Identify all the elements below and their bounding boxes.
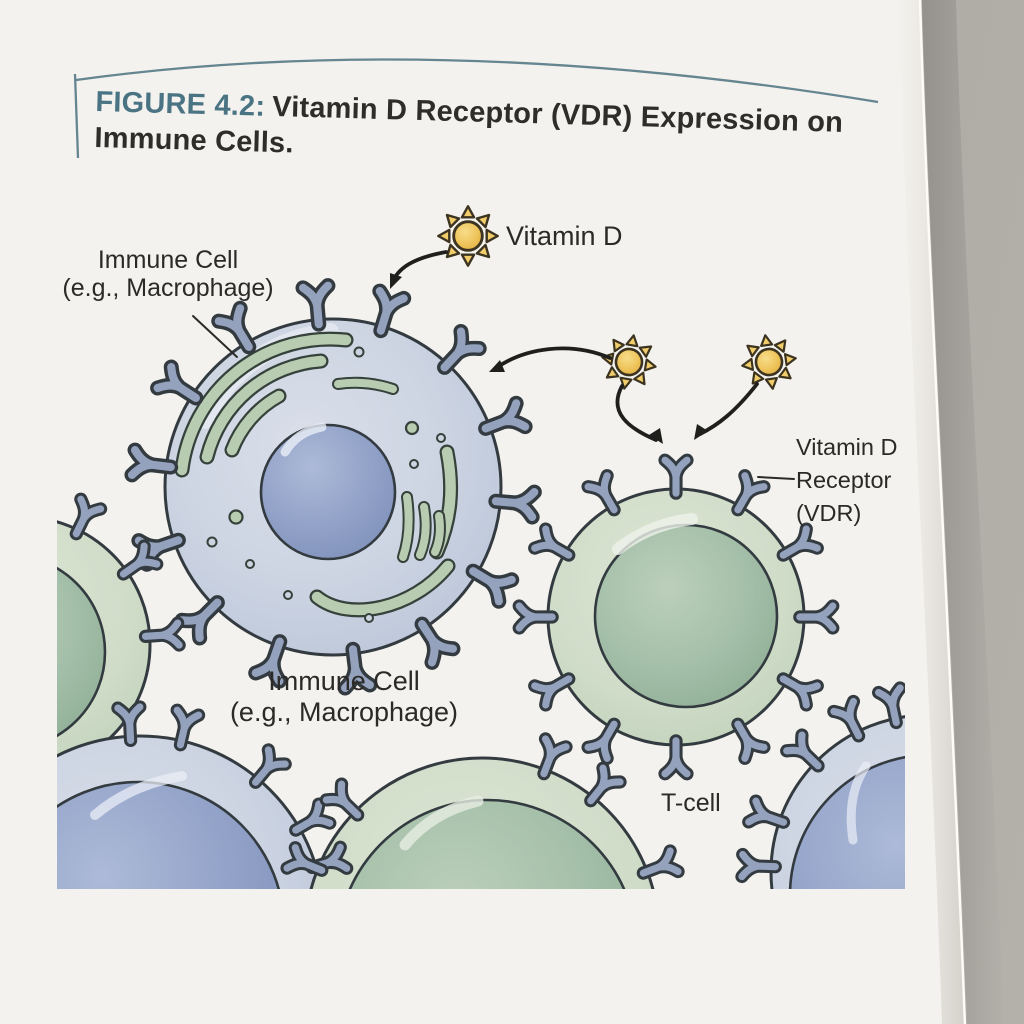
immune-cell-label-center-line2: (e.g., Macrophage) <box>229 697 459 727</box>
vesicle-dot <box>409 459 419 469</box>
vdr-label-line1: Vitamin D <box>796 434 898 460</box>
vesicle-dot <box>283 590 293 600</box>
blue-cell-bottom-left <box>57 734 323 889</box>
vdr-label-pointer <box>757 476 795 480</box>
macrophage-cell <box>163 317 503 657</box>
arrow-sun-to-macrophage-right <box>489 346 612 372</box>
figure-number: FIGURE 4.2: <box>95 85 266 123</box>
green-cell-left <box>57 520 152 770</box>
page-edge-shading <box>898 0 965 1024</box>
page-edge-highlight <box>918 0 967 1024</box>
macrophage-label-pointer <box>192 315 238 358</box>
arrow-sun-to-tcell-left <box>615 384 663 444</box>
vesicle-dot <box>404 420 420 436</box>
vesicle-dot <box>364 613 374 623</box>
t-cell <box>546 487 806 747</box>
vesicle-dot <box>245 559 255 569</box>
vesicle-dot <box>353 346 365 358</box>
vesicle-dot <box>436 433 446 443</box>
immune-cell-label-center-line1: Immune Cell <box>268 666 420 696</box>
figure-border-left <box>73 73 80 159</box>
vesicle-dot <box>228 509 244 525</box>
figure-border-top <box>75 58 879 104</box>
vitamin-d-label: Vitamin D <box>506 221 623 251</box>
arrow-sun-to-tcell-right <box>694 382 759 440</box>
vdr-label: Vitamin D Receptor (VDR) <box>796 431 897 530</box>
green-cell-bottom <box>309 756 655 889</box>
immune-cell-label-top: Immune Cell (e.g., Macrophage) <box>58 246 278 302</box>
immune-cell-label-top-line1: Immune Cell <box>97 246 239 274</box>
macrophage-nucleus <box>259 422 397 561</box>
sun-icon <box>436 204 500 268</box>
immune-cell-label-center: Immune Cell (e.g., Macrophage) <box>224 666 464 728</box>
immune-cell-label-top-line2: (e.g., Macrophage) <box>62 274 274 302</box>
vdr-label-line3: (VDR) <box>796 500 862 526</box>
t-cell-label: T-cell <box>661 789 721 817</box>
vdr-label-line2: Receptor <box>796 467 892 493</box>
arrow-sun-to-macrophage-top <box>390 250 448 289</box>
backdrop-shadow <box>922 0 1004 1024</box>
organelles <box>174 331 459 618</box>
vesicle-dot <box>206 536 218 548</box>
